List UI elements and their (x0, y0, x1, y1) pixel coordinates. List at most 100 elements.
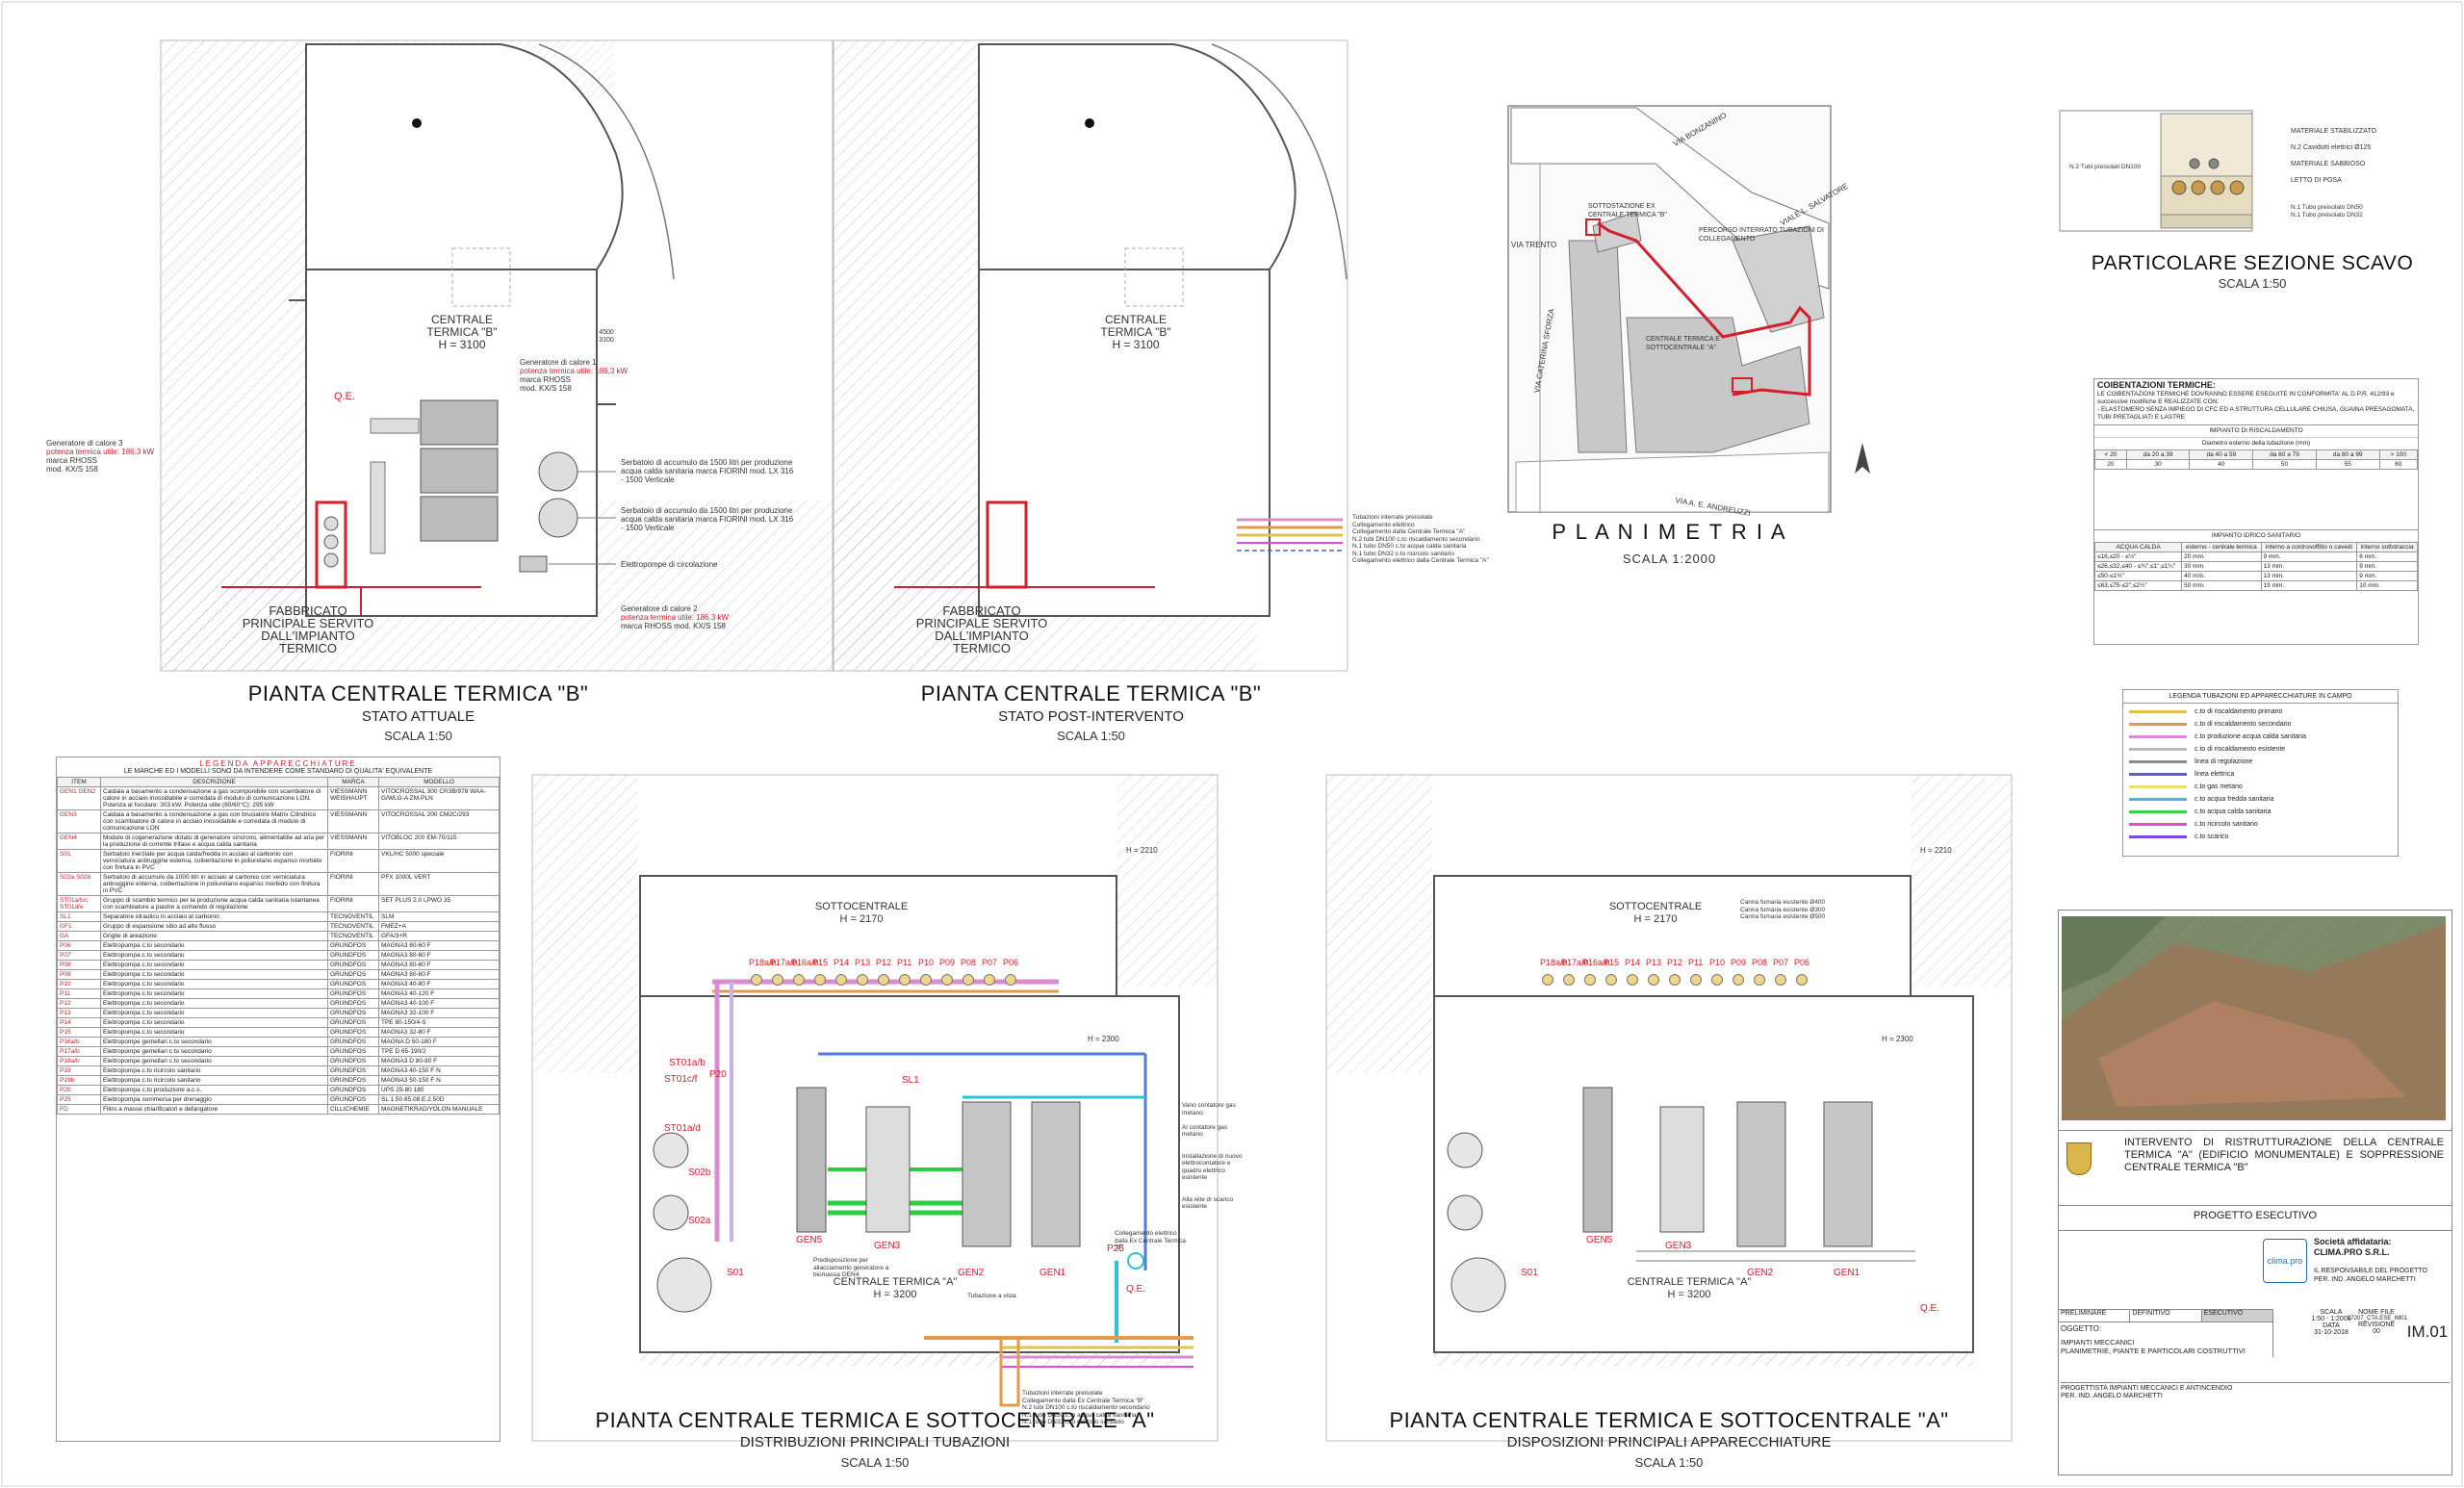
equipment-model: VITOCROSSAL 200 CM2C/293 (378, 809, 500, 834)
equipment-model: MAGNA3 32-100 F (378, 1008, 500, 1018)
coib-note-1: LE COIBENTAZIONI TERMICHE DOVRANNO ESSER… (2097, 391, 2395, 405)
plan-a-qe: Q.E. (1126, 1284, 1146, 1295)
equipment-model: MAGNETIKRAD/YOLON MANUALE (378, 1104, 500, 1115)
plan-a2-centrale-label: CENTRALE TERMICA "A" H = 3200 (1627, 1276, 1752, 1300)
subtitle-plan-b-post: STATO POST-INTERVENTO (998, 708, 1184, 725)
plan-b-pumps-note: Elettropompe di circolazione (621, 560, 718, 569)
equipment-legend-subtitle: LE MARCHE ED I MODELLI SONO DA INTENDERE… (123, 768, 433, 775)
plan-a2-qe: Q.E. (1920, 1303, 1940, 1314)
plan-a2-gen2: GEN2 (1747, 1268, 1774, 1278)
tb-project: INTERVENTO DI RISTRUTTURAZIONE DELLA CEN… (2124, 1137, 2444, 1173)
equipment-item: GEN3 (57, 809, 101, 834)
scavo-notes-left: N.2 Tubi preisolati DN100 (2069, 164, 2142, 170)
equipment-brand: GRUNDFOS (327, 1037, 379, 1047)
equipment-item: FD (57, 1104, 101, 1115)
pipe-color-swatch (2129, 735, 2187, 738)
equipment-model: FMEZ+A (378, 921, 500, 932)
tb-responsible: IL RESPONSABILE DEL PROGETTO (2314, 1268, 2427, 1274)
scale-plan-a-disp: SCALA 1:50 (1634, 1455, 1704, 1470)
pipe-legend-label: c.to di riscaldamento primario (2194, 708, 2283, 715)
equipment-model: MAGNA3 40-120 F (378, 988, 500, 999)
equipment-brand: GRUNDFOS (327, 1075, 379, 1086)
pipe-legend-item: c.to di riscaldamento esistente (2129, 743, 2392, 756)
pump-label: P17a/b (1561, 958, 1589, 967)
tb-status-esecutivo: ESECUTIVO (2201, 1310, 2272, 1321)
plan-a-gen5: GEN5 (796, 1235, 823, 1245)
pipe-legend-label: c.to gas metano (2194, 783, 2243, 790)
equipment-item: P14 (57, 1017, 101, 1028)
pump-label: P07 (982, 958, 998, 967)
equipment-table: ITEM DESCRIZIONE MARCA MODELLO GEN1 GEN2… (57, 777, 500, 1115)
planimetria-drawing (1507, 105, 1870, 513)
equipment-description: Elettropompa sommersa per drenaggio (100, 1094, 328, 1105)
scavo-notes-right: MATERIALE STABILIZZATO N.2 Cavidotti ele… (2291, 128, 2376, 184)
equipment-model: GFA/3+R (378, 931, 500, 941)
plan-b-tank1-note: Serbatoio di accumulo da 1500 litri per … (621, 458, 794, 484)
plan-a-gen3: GEN3 (874, 1241, 901, 1251)
coibentazioni-panel: COIBENTAZIONI TERMICHE: LE COIBENTAZIONI… (2093, 378, 2419, 645)
equipment-model: TPE D 65-190/2 (378, 1046, 500, 1057)
pump-label: P06 (1003, 958, 1019, 967)
title-plan-b-post: PIANTA CENTRALE TERMICA "B" (920, 681, 1262, 706)
plan-a-centrale-label: CENTRALE TERMICA "A" H = 3200 (833, 1276, 958, 1300)
title-plan-a-disp: PIANTA CENTRALE TERMICA E SOTTOCENTRALE … (1389, 1408, 1949, 1432)
pump-icon (962, 974, 974, 986)
scale-plan-b-post: SCALA 1:50 (1057, 729, 1125, 743)
pipe-legend-label: linea elettrica (2194, 771, 2235, 778)
pipe-legend-item: linea di regolazione (2129, 756, 2392, 768)
pipe-legend-label: linea di regolazione (2194, 758, 2253, 765)
pump-icon (1563, 974, 1575, 986)
pump-label: P07 (1773, 958, 1789, 967)
scale-plan-b-actual: SCALA 1:50 (384, 729, 452, 743)
pump-label: P14 (834, 958, 850, 967)
tb-status-definitivo: DEFINITIVO (2130, 1310, 2202, 1321)
pump-label: P11 (1688, 958, 1704, 967)
pump-label: P12 (876, 958, 892, 967)
plan-b-room-label: CENTRALE TERMICA "B" H = 3100 (426, 313, 498, 351)
pump-icon (857, 974, 868, 986)
equipment-brand: GRUNDFOS (327, 1094, 379, 1105)
pipe-legend-title: LEGENDA TUBAZIONI ED APPARECCHIATURE IN … (2123, 690, 2398, 704)
plan-b-post-notes: Tubazioni interrate preisolate Collegame… (1352, 514, 1489, 564)
equipment-item: ST01a/b/c ST01d/e (57, 895, 101, 912)
pump-label: P14 (1625, 958, 1641, 967)
street-trento: VIA TRENTO (1511, 241, 1557, 249)
equipment-item: P13 (57, 1008, 101, 1018)
aerial-photo (2062, 916, 2446, 1120)
pump-label: P16a/b (791, 958, 819, 967)
equipment-description: Gruppo di espansione sitio ad alto fluss… (100, 921, 328, 932)
pipe-color-swatch (2129, 785, 2187, 788)
pipe-legend-label: c.to produzione acqua calda sanitaria (2194, 733, 2306, 740)
equipment-description: Elettropompa c.to secondario (100, 940, 328, 951)
equipment-brand: GRUNDFOS (327, 969, 379, 980)
equipment-brand: GRUNDFOS (327, 1027, 379, 1038)
equipment-legend-title: LEGENDA APPARECCHIATURE (199, 759, 357, 768)
plan-a-st01ad: ST01a/d (664, 1123, 701, 1134)
equipment-item: P12 (57, 998, 101, 1009)
equipment-brand: GRUNDFOS (327, 1056, 379, 1066)
equipment-item: P10 (57, 979, 101, 989)
equipment-description: Elettropompe gemellari c.to secondario (100, 1046, 328, 1057)
tb-status-row: PRELIMINARE DEFINITIVO ESECUTIVO (2059, 1309, 2272, 1322)
equipment-model: MAGNA3 80-60 F (378, 950, 500, 961)
pipe-legend-items: c.to di riscaldamento primario c.to di ri… (2123, 704, 2398, 845)
equipment-model: MAGNA3 40-80 F (378, 979, 500, 989)
plan-a-disp-drawing (1325, 774, 2013, 1442)
tb-designer: PER. IND. ANGELO MARCHETTI (2061, 1393, 2163, 1399)
equipment-brand: TECNOVENTIL (327, 911, 379, 922)
pump-icon (1648, 974, 1659, 986)
